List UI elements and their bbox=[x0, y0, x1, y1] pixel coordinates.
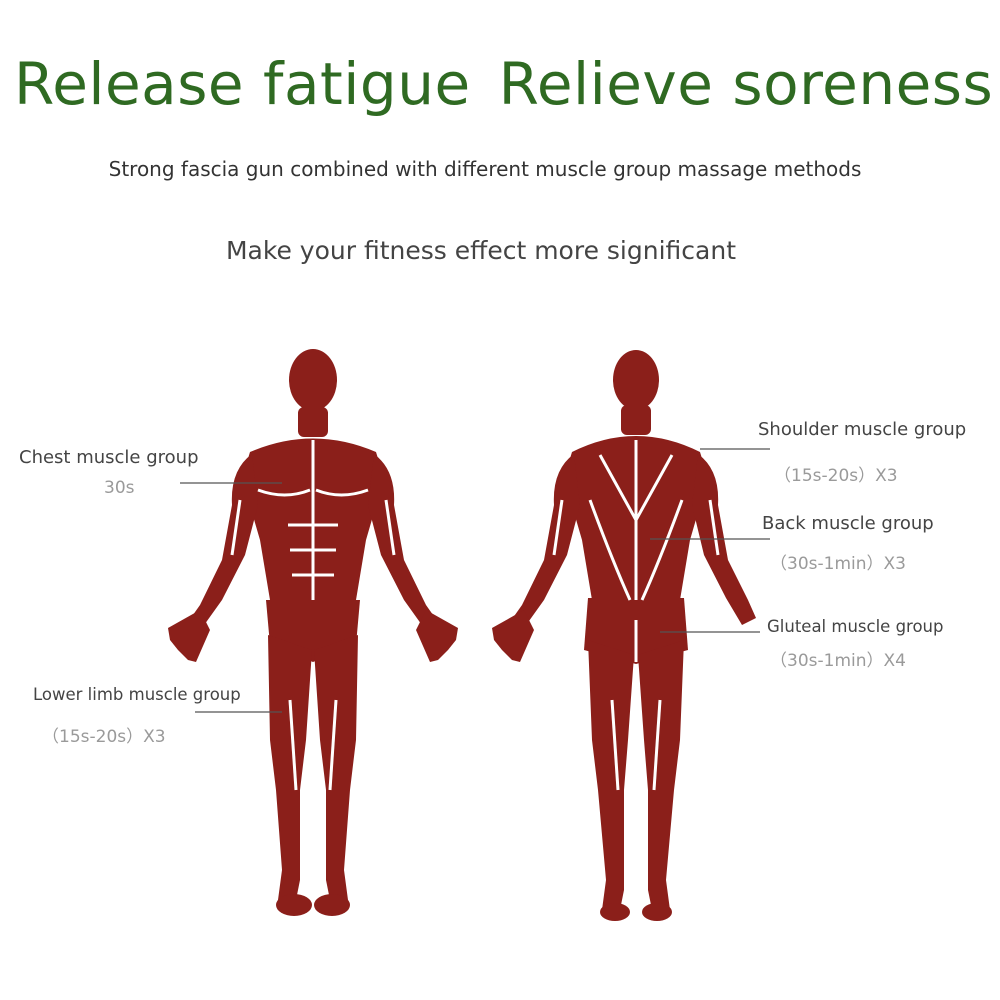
lower-limb-muscle-dose: （15s-20s）X3 bbox=[42, 727, 166, 747]
chest-muscle-label: Chest muscle group bbox=[19, 447, 199, 468]
shoulder-muscle-dose: （15s-20s）X3 bbox=[774, 466, 898, 486]
shoulder-muscle-label: Shoulder muscle group bbox=[758, 419, 967, 440]
headline-release-fatigue: Release fatigue bbox=[14, 50, 471, 118]
tagline: Make your fitness effect more significan… bbox=[225, 236, 736, 265]
back-muscle-label: Back muscle group bbox=[762, 513, 934, 534]
front-body-figure bbox=[168, 349, 458, 916]
lower-limb-muscle-label: Lower limb muscle group bbox=[33, 685, 241, 704]
back-left-foot bbox=[600, 903, 630, 921]
front-right-arm bbox=[368, 454, 438, 628]
back-muscle-dose: （30s-1min）X3 bbox=[770, 554, 906, 574]
front-left-hand bbox=[168, 610, 210, 662]
back-right-leg bbox=[638, 640, 684, 910]
front-right-hand bbox=[416, 610, 458, 662]
chest-muscle-dose: 30s bbox=[104, 478, 135, 498]
back-body-figure bbox=[492, 350, 756, 921]
back-right-foot bbox=[642, 903, 672, 921]
front-right-leg bbox=[314, 635, 358, 900]
back-muscle-separations bbox=[552, 440, 720, 791]
subtitle: Strong fascia gun combined with differen… bbox=[108, 157, 862, 181]
back-head bbox=[613, 350, 659, 410]
front-left-leg bbox=[268, 635, 312, 900]
front-left-foot bbox=[276, 894, 312, 916]
back-neck bbox=[621, 405, 651, 435]
gluteal-muscle-label: Gluteal muscle group bbox=[767, 617, 944, 636]
front-muscle-separations bbox=[230, 440, 396, 791]
headline-relieve-soreness: Relieve soreness bbox=[498, 50, 994, 118]
headline: Release fatigue Relieve soreness bbox=[0, 50, 1000, 118]
back-left-arm bbox=[510, 454, 580, 628]
front-right-foot bbox=[314, 894, 350, 916]
back-left-hand bbox=[492, 610, 534, 662]
front-left-arm bbox=[188, 454, 258, 628]
front-neck bbox=[298, 407, 328, 437]
leader-lines bbox=[180, 448, 770, 713]
back-left-leg bbox=[588, 640, 634, 910]
gluteal-muscle-dose: （30s-1min）X4 bbox=[770, 651, 906, 671]
front-head bbox=[289, 349, 337, 411]
